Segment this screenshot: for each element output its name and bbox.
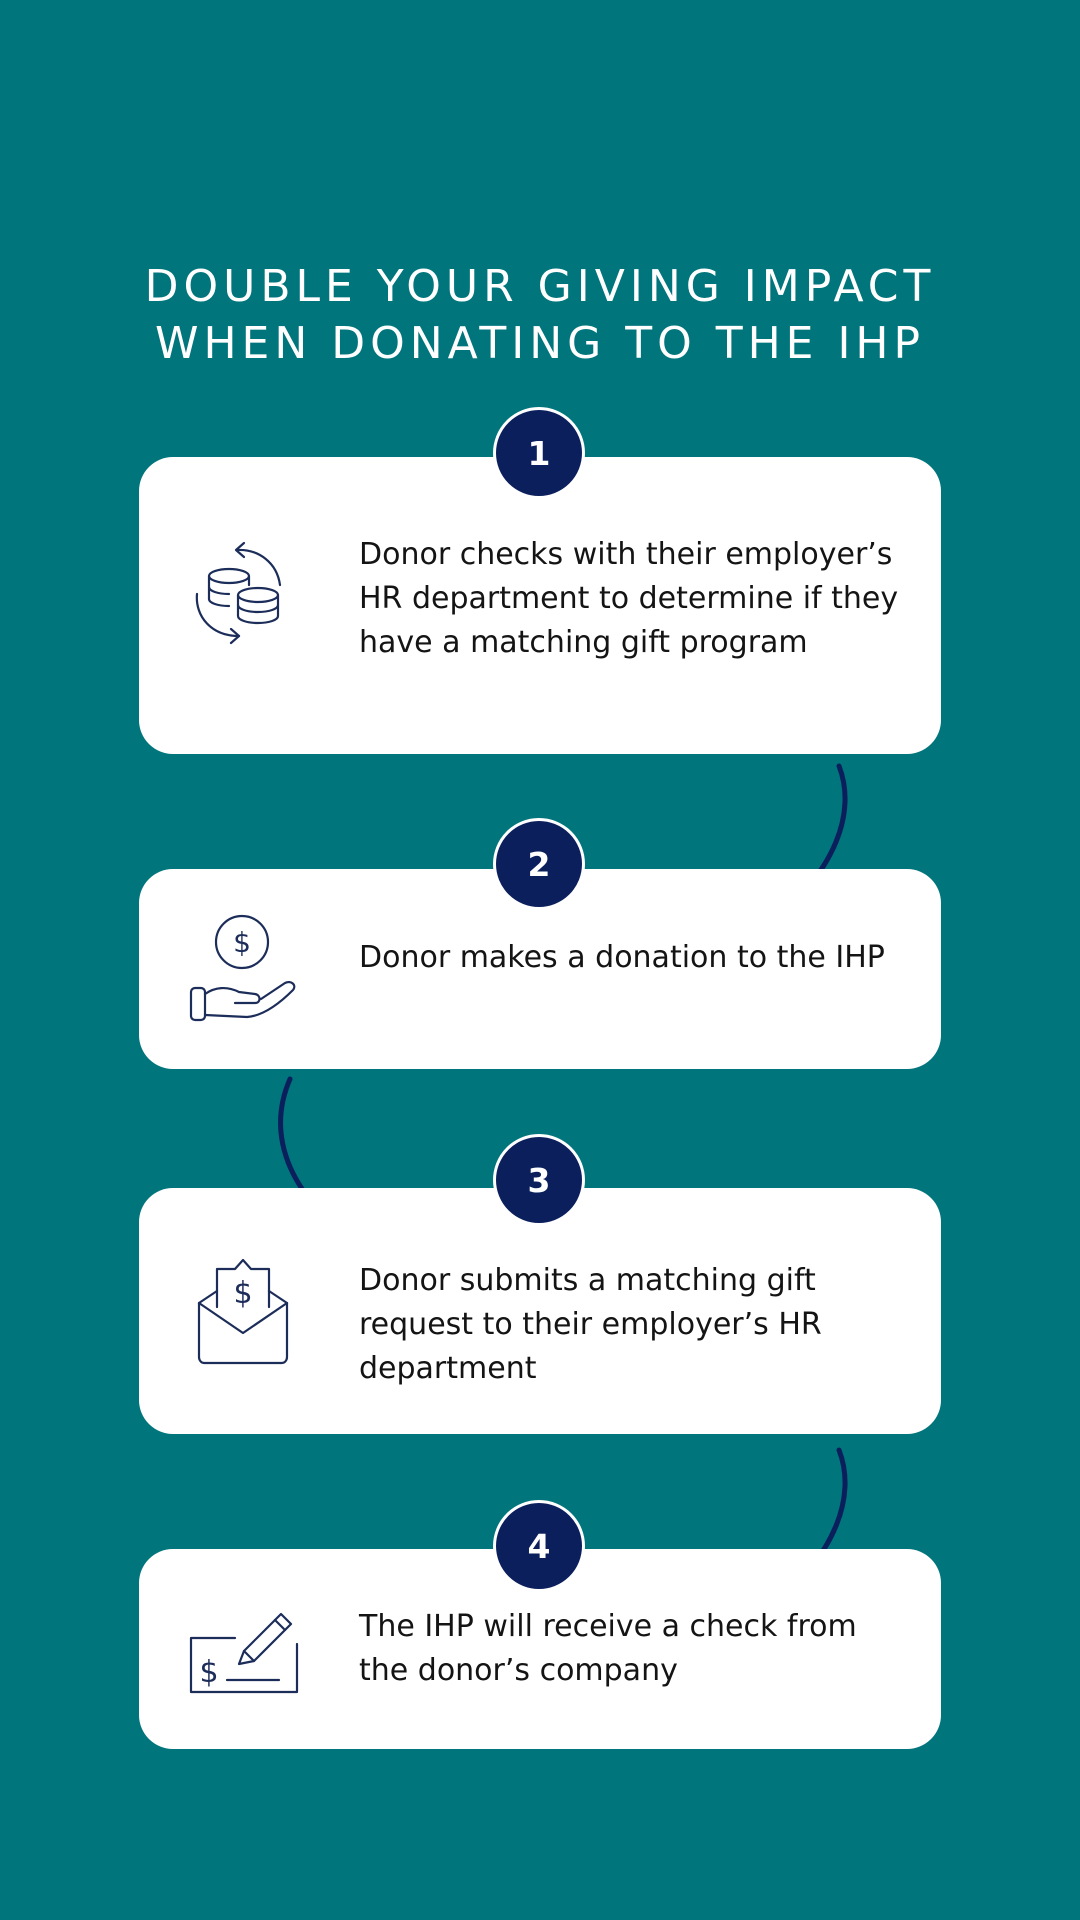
step-text-1: Donor checks with their employer’s HR de… [359,537,899,660]
hand-coin-icon: $ [189,914,296,1022]
step-text-3: Donor submits a matching gift request to… [359,1263,822,1386]
step-card-1: Donor checks with their employer’s HR de… [139,457,941,754]
svg-text:$: $ [233,926,251,959]
svg-text:$: $ [199,1655,218,1690]
page-title: DOUBLE YOUR GIVING IMPACT WHEN DONATING … [0,258,1080,372]
title-line-1: DOUBLE YOUR GIVING IMPACT [144,261,936,312]
envelope-dollar-icon: $ [197,1258,289,1365]
step-card-3: $ Donor submits a matching gift request … [139,1188,941,1434]
step-text-4: The IHP will receive a check from the do… [359,1609,857,1688]
step-badge-3: 3 [493,1134,585,1226]
check-pen-icon: $ [189,1612,299,1694]
step-badge-1: 1 [493,407,585,499]
step-badge-2: 2 [493,818,585,910]
coins-exchange-icon [195,541,282,645]
svg-text:$: $ [233,1276,252,1311]
step-badge-4: 4 [493,1500,585,1592]
title-line-2: WHEN DONATING TO THE IHP [154,318,926,369]
step-text-2: Donor makes a donation to the IHP [359,940,885,975]
